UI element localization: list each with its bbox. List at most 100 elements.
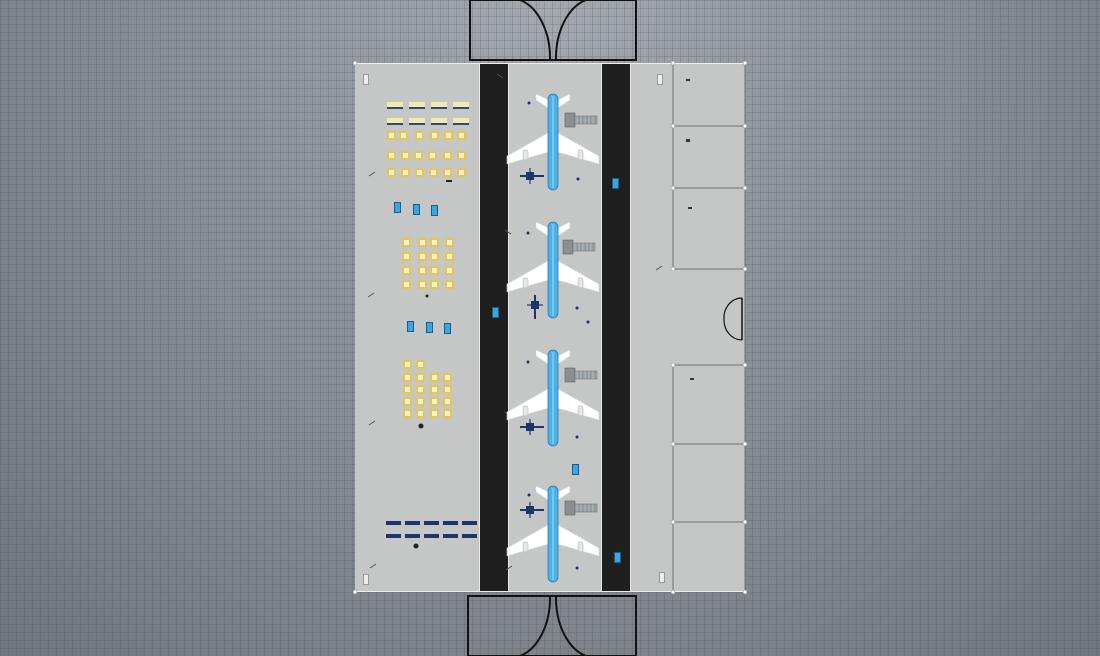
seat-icon[interactable] bbox=[443, 385, 452, 394]
kiosk-icon[interactable] bbox=[431, 205, 438, 216]
seat-icon[interactable] bbox=[429, 168, 438, 177]
taxiway-right[interactable] bbox=[601, 64, 631, 591]
kiosk-icon[interactable] bbox=[407, 321, 414, 332]
seat-icon[interactable] bbox=[402, 266, 411, 275]
seat-icon[interactable] bbox=[415, 168, 424, 177]
seat-icon[interactable] bbox=[403, 373, 412, 382]
seat-icon[interactable] bbox=[401, 151, 410, 160]
seat-icon[interactable] bbox=[416, 360, 425, 369]
seat-icon[interactable] bbox=[403, 397, 412, 406]
jetbridge-icon[interactable] bbox=[564, 500, 598, 516]
gate-1[interactable] bbox=[506, 93, 600, 191]
gate-4[interactable] bbox=[506, 485, 600, 583]
bench[interactable] bbox=[386, 534, 401, 538]
seat-icon[interactable] bbox=[443, 168, 452, 177]
seat-icon[interactable] bbox=[418, 280, 427, 289]
checkin-desk[interactable] bbox=[431, 118, 447, 125]
bench[interactable] bbox=[424, 521, 439, 525]
seat-icon[interactable] bbox=[399, 131, 408, 140]
seat-icon[interactable] bbox=[430, 280, 439, 289]
kiosk-icon[interactable] bbox=[612, 178, 619, 189]
jetbridge-icon[interactable] bbox=[564, 112, 598, 128]
kiosk-icon[interactable] bbox=[614, 552, 621, 563]
checkin-desk[interactable] bbox=[387, 118, 403, 125]
seat-icon[interactable] bbox=[443, 151, 452, 160]
seat-icon[interactable] bbox=[414, 151, 423, 160]
seat-icon[interactable] bbox=[457, 131, 466, 140]
seat-icon[interactable] bbox=[430, 397, 439, 406]
checkin-desk[interactable] bbox=[409, 102, 425, 109]
bottom-entrance[interactable] bbox=[467, 595, 637, 656]
seat-icon[interactable] bbox=[457, 151, 466, 160]
seat-icon[interactable] bbox=[416, 409, 425, 418]
bench[interactable] bbox=[405, 534, 420, 538]
aircraft-icon[interactable] bbox=[506, 349, 600, 447]
tug-icon[interactable] bbox=[519, 167, 545, 185]
seat-icon[interactable] bbox=[418, 252, 427, 261]
gate-3[interactable] bbox=[506, 349, 600, 447]
seat-icon[interactable] bbox=[416, 397, 425, 406]
bench[interactable] bbox=[443, 521, 458, 525]
bench[interactable] bbox=[386, 521, 401, 525]
seat-icon[interactable] bbox=[401, 168, 410, 177]
kiosk-icon[interactable] bbox=[492, 307, 499, 318]
seat-icon[interactable] bbox=[457, 168, 466, 177]
bench[interactable] bbox=[462, 521, 477, 525]
seat-icon[interactable] bbox=[415, 131, 424, 140]
bench[interactable] bbox=[462, 534, 477, 538]
seat-icon[interactable] bbox=[443, 397, 452, 406]
checkin-desk[interactable] bbox=[409, 118, 425, 125]
seat-icon[interactable] bbox=[428, 151, 437, 160]
gate-2[interactable] bbox=[506, 221, 600, 324]
kiosk-icon[interactable] bbox=[444, 323, 451, 334]
kiosk-icon[interactable] bbox=[426, 322, 433, 333]
tug-icon[interactable] bbox=[519, 418, 545, 436]
seat-icon[interactable] bbox=[418, 266, 427, 275]
tug-icon[interactable] bbox=[526, 294, 544, 320]
seat-icon[interactable] bbox=[445, 280, 454, 289]
seat-icon[interactable] bbox=[430, 373, 439, 382]
seat-icon[interactable] bbox=[445, 266, 454, 275]
checkin-desk[interactable] bbox=[453, 118, 469, 125]
kiosk-icon[interactable] bbox=[413, 204, 420, 215]
bench[interactable] bbox=[405, 521, 420, 525]
seat-icon[interactable] bbox=[445, 238, 454, 247]
seat-icon[interactable] bbox=[444, 131, 453, 140]
jetbridge-icon[interactable] bbox=[564, 367, 598, 383]
seat-icon[interactable] bbox=[402, 280, 411, 289]
kiosk-icon[interactable] bbox=[394, 202, 401, 213]
seat-icon[interactable] bbox=[430, 252, 439, 261]
top-entrance[interactable] bbox=[469, 0, 637, 61]
seat-icon[interactable] bbox=[387, 131, 396, 140]
taxiway-left[interactable] bbox=[479, 64, 509, 591]
seat-icon[interactable] bbox=[443, 373, 452, 382]
side-door[interactable] bbox=[723, 297, 743, 341]
seat-icon[interactable] bbox=[430, 385, 439, 394]
kiosk-icon[interactable] bbox=[572, 464, 579, 475]
seat-icon[interactable] bbox=[430, 409, 439, 418]
bench[interactable] bbox=[443, 534, 458, 538]
seat-icon[interactable] bbox=[418, 238, 427, 247]
seat-icon[interactable] bbox=[387, 151, 396, 160]
checkin-desk[interactable] bbox=[431, 102, 447, 109]
seat-icon[interactable] bbox=[430, 238, 439, 247]
seat-icon[interactable] bbox=[402, 238, 411, 247]
seat-icon[interactable] bbox=[403, 385, 412, 394]
jetbridge-icon[interactable] bbox=[562, 239, 596, 255]
seat-icon[interactable] bbox=[416, 385, 425, 394]
tug-icon[interactable] bbox=[519, 501, 545, 519]
seat-icon[interactable] bbox=[403, 409, 412, 418]
checkin-desk[interactable] bbox=[387, 102, 403, 109]
seat-icon[interactable] bbox=[403, 360, 412, 369]
seat-icon[interactable] bbox=[430, 266, 439, 275]
seat-icon[interactable] bbox=[402, 252, 411, 261]
seat-icon[interactable] bbox=[443, 409, 452, 418]
aircraft-icon[interactable] bbox=[506, 221, 600, 319]
checkin-desk[interactable] bbox=[453, 102, 469, 109]
seat-icon[interactable] bbox=[430, 131, 439, 140]
seat-icon[interactable] bbox=[387, 168, 396, 177]
seat-icon[interactable] bbox=[416, 373, 425, 382]
bench[interactable] bbox=[424, 534, 439, 538]
seat-icon[interactable] bbox=[445, 252, 454, 261]
aircraft-icon[interactable] bbox=[506, 485, 600, 583]
